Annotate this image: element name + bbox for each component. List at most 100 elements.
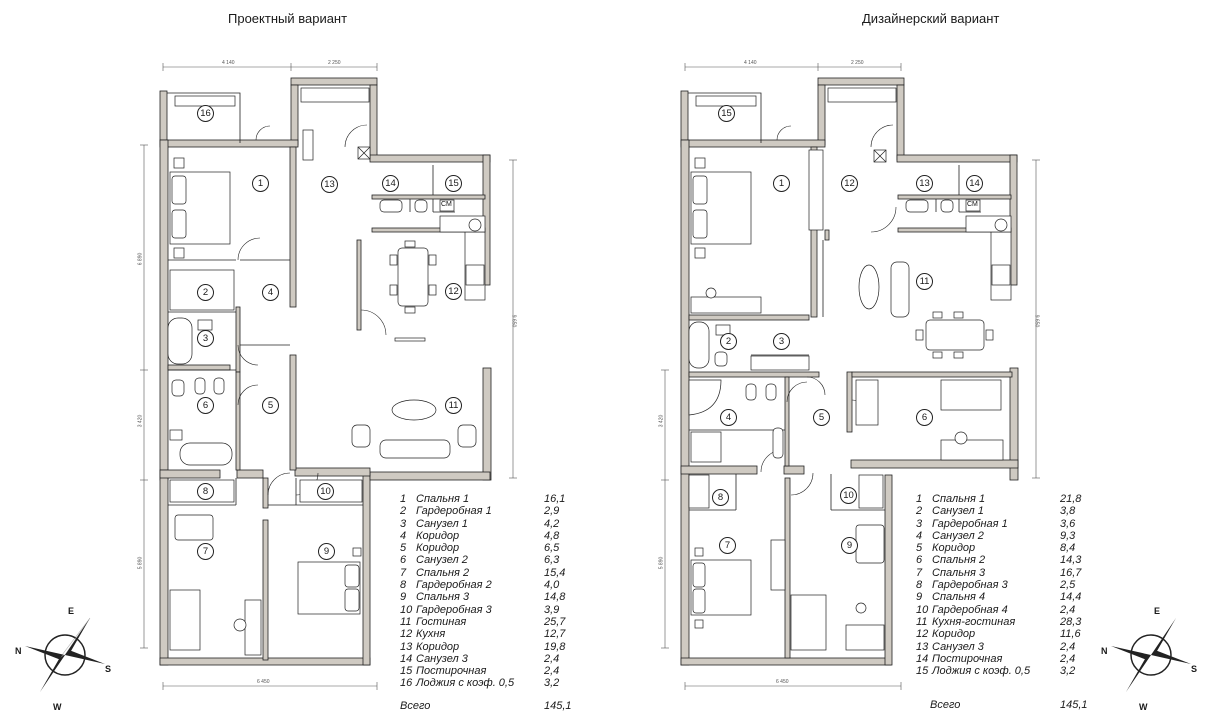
legend-name: Гардеробная 3 [416, 603, 492, 616]
room-marker: 3 [773, 333, 790, 350]
legend-area: 3,8 [1060, 505, 1076, 518]
legend-area: 8,4 [1060, 542, 1076, 555]
legend-row: 5 Коридор 8,4 [916, 542, 1100, 554]
room-marker: 15 [445, 175, 462, 192]
room-marker: 4 [262, 284, 279, 301]
dim-top-a: 4 140 [222, 60, 235, 66]
walls [680, 77, 1019, 666]
room-marker: 11 [445, 397, 462, 414]
dim-top-a: 4 140 [744, 60, 757, 66]
legend-num: 8 [400, 579, 407, 592]
legend-area: 3,9 [544, 603, 560, 616]
legend-num: 6 [400, 554, 407, 567]
room-marker: 2 [197, 284, 214, 301]
legend-num: 12 [916, 628, 929, 641]
legend-area: 6,3 [544, 554, 560, 567]
legend-name: Лоджия с коэф. 0,5 [932, 665, 1031, 678]
legend-name: Коридор [416, 640, 460, 653]
legend-num: 4 [916, 529, 923, 542]
legend-total-label: Всего [930, 699, 961, 712]
legend-num: 9 [400, 591, 407, 604]
room-marker: 11 [916, 273, 933, 290]
legend-num: 10 [400, 603, 413, 616]
room-marker: 6 [197, 397, 214, 414]
legend-area: 2,4 [544, 665, 560, 678]
compass-e: E [68, 606, 75, 616]
legend-area: 15,4 [544, 566, 566, 579]
legend-num: 16 [400, 677, 413, 690]
dim-top-b: 2 250 [328, 60, 341, 66]
legend-name: Постирочная [416, 665, 487, 678]
compass-rose-icon [25, 617, 105, 692]
compass-n: N [1101, 646, 1108, 656]
legend-name: Кухня-гостиная [932, 615, 1016, 628]
left-plan-title: Проектный вариант [228, 11, 348, 26]
legend-num: 15 [916, 665, 929, 678]
legend-num: 8 [916, 579, 923, 592]
legend-area: 4,0 [544, 579, 560, 592]
room-marker: 12 [445, 283, 462, 300]
legend-name: Постирочная [932, 652, 1003, 665]
right-plan-title: Дизайнерский вариант [862, 11, 1000, 26]
room-marker: 9 [318, 543, 335, 560]
legend-area: 16,7 [1060, 566, 1082, 579]
legend-num: 2 [916, 505, 923, 518]
right-compass: E N S W [1101, 606, 1201, 718]
legend-name: Санузел 1 [416, 517, 468, 530]
legend-num: 12 [400, 628, 413, 641]
room-marker: 7 [197, 543, 214, 560]
dim-bottom: 6 450 [776, 679, 789, 685]
legend-num: 5 [400, 542, 407, 555]
dim-top-b: 2 250 [851, 60, 864, 66]
legend-total-area: 145,1 [544, 699, 572, 712]
legend-area: 2,4 [1060, 652, 1076, 665]
dim-left-c: 5 890 [658, 556, 665, 570]
walls [159, 77, 492, 666]
legend-area: 28,3 [1060, 615, 1082, 628]
legend-num: 10 [916, 603, 929, 616]
legend-area: 21,8 [1060, 493, 1082, 505]
compass-s: S [1191, 664, 1198, 674]
legend-name: Коридор [932, 628, 976, 641]
legend-name: Спальня 4 [932, 591, 986, 604]
dim-left-c: 5 890 [137, 556, 144, 570]
legend-area: 4,8 [544, 529, 560, 542]
legend-area: 19,8 [544, 640, 566, 653]
right-plan-drawing [661, 63, 1040, 690]
room-marker: 8 [712, 489, 729, 506]
legend-num: 11 [400, 615, 412, 628]
left-compass: E N S W [15, 606, 115, 718]
legend-num: 11 [916, 615, 928, 628]
left-plan-drawing [140, 63, 517, 690]
room-marker: 12 [841, 175, 858, 192]
right-floor-plan: 4 140 2 250 6 450 3 420 5 890 9 650 СМ 1… [611, 0, 1222, 726]
room-marker: 16 [197, 105, 214, 122]
legend-name: Спальня 1 [932, 493, 986, 505]
legend-num: 1 [400, 493, 407, 505]
room-marker: 1 [252, 175, 269, 192]
legend-num: 1 [916, 493, 923, 505]
legend-num: 3 [400, 517, 407, 530]
legend-name: Санузел 3 [416, 652, 468, 665]
legend-area: 14,3 [1060, 554, 1082, 567]
legend-name: Коридор [932, 542, 976, 555]
legend-area: 2,4 [1060, 640, 1076, 653]
legend-name: Гардеробная 1 [416, 505, 492, 518]
legend-row: 1 Спальня 1 21,8 [916, 493, 1100, 505]
legend-num: 5 [916, 542, 923, 555]
